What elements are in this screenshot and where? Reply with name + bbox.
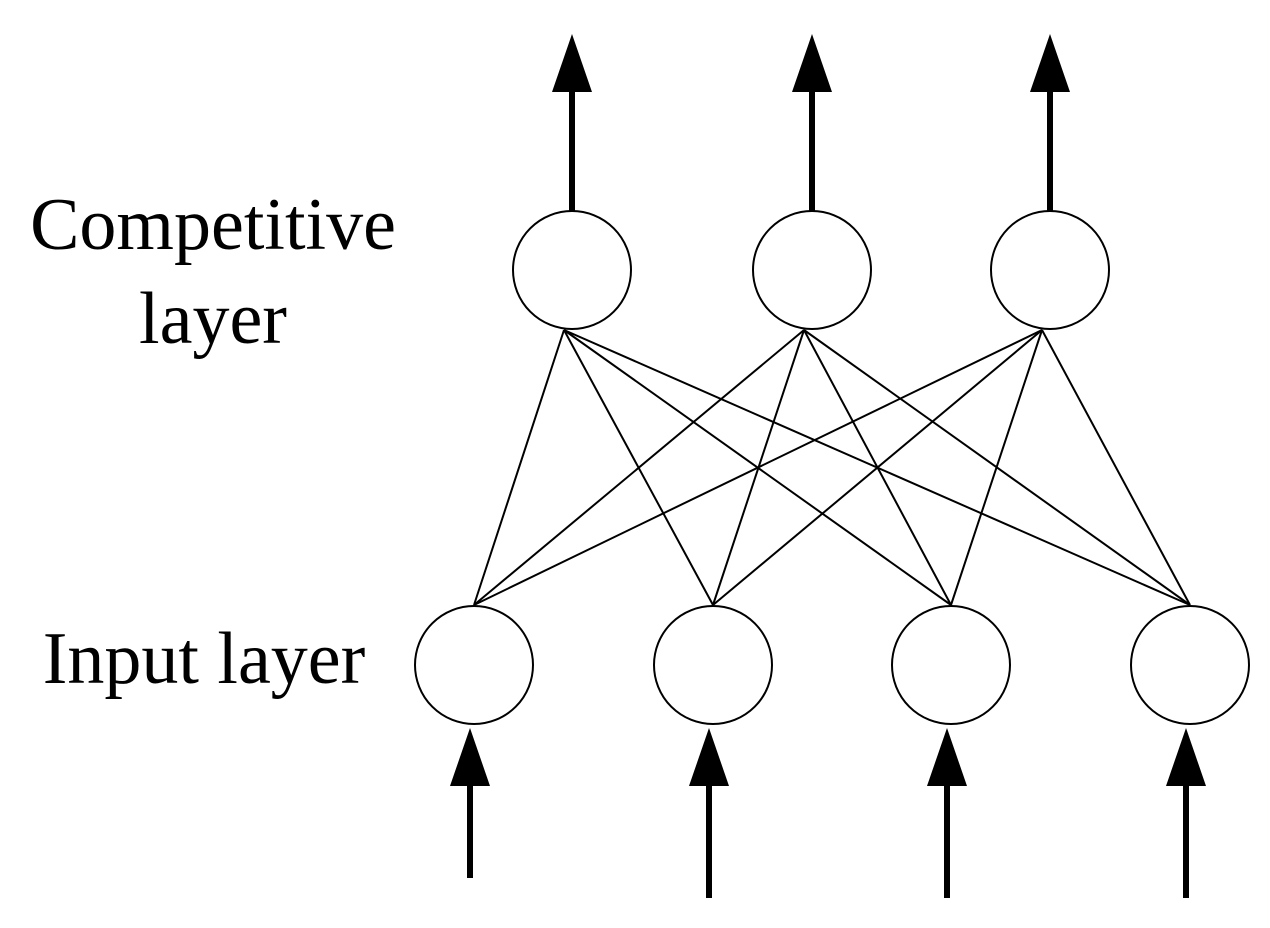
connection-line <box>473 329 565 606</box>
competitive-node <box>752 210 872 330</box>
output-arrow-head <box>552 34 592 92</box>
connection-line <box>950 329 1043 606</box>
input-node <box>891 605 1011 725</box>
connections-group <box>473 329 1191 606</box>
nodes-group <box>414 210 1250 725</box>
competitive-layer-label-line2: layer <box>139 278 287 360</box>
input-arrow-head <box>927 728 967 786</box>
connection-line <box>712 329 1043 606</box>
input-node <box>414 605 534 725</box>
input-node <box>1130 605 1250 725</box>
competitive-layer-label: Competitive layer <box>8 188 418 356</box>
input-node <box>653 605 773 725</box>
output-arrow-head <box>792 34 832 92</box>
output-arrow-head <box>1030 34 1070 92</box>
input-arrow-head <box>689 728 729 786</box>
input-layer-label: Input layer <box>42 618 366 700</box>
connection-line <box>1041 329 1191 606</box>
connection-line <box>473 329 805 606</box>
competitive-node <box>512 210 632 330</box>
connection-line <box>473 329 1043 606</box>
input-arrow-head <box>450 728 490 786</box>
arrows-group <box>450 34 1206 898</box>
competitive-node <box>990 210 1110 330</box>
input-arrow-head <box>1166 728 1206 786</box>
competitive-layer-label-line1: Competitive <box>30 184 396 266</box>
